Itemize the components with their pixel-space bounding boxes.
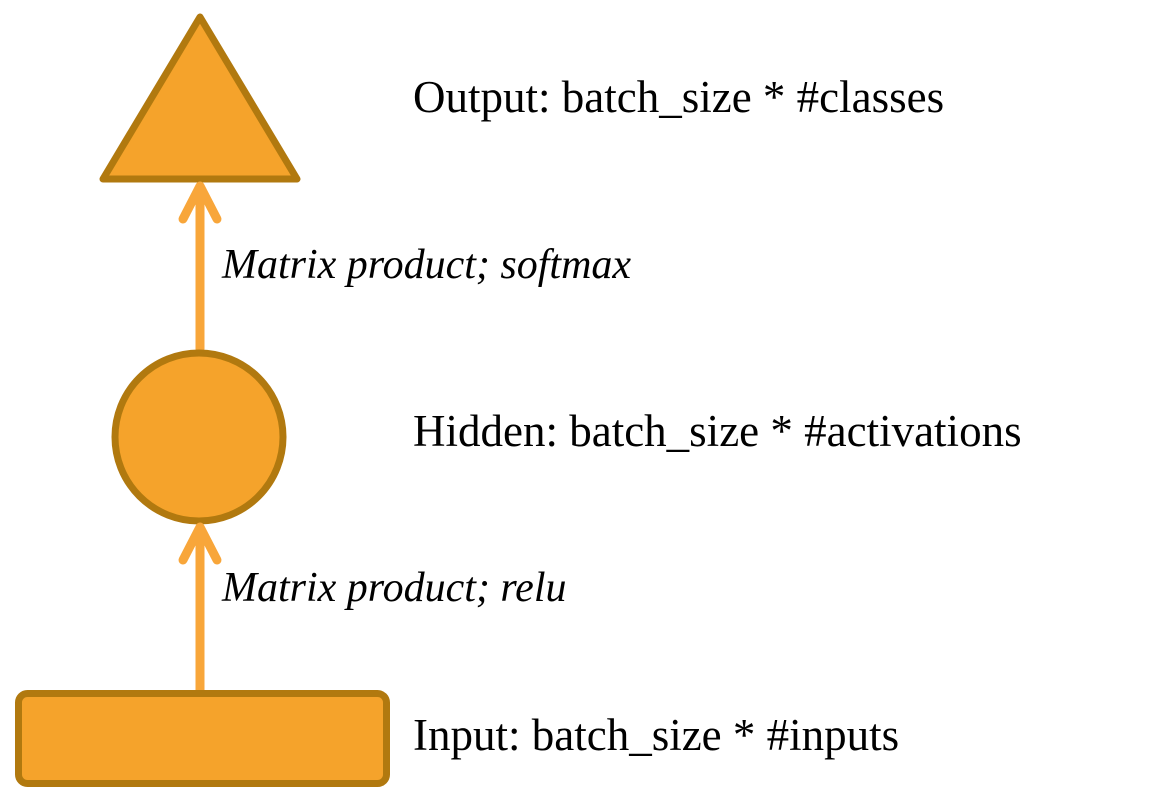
edge-label-relu: Matrix product; relu	[222, 565, 567, 611]
hidden-circle-shape	[111, 349, 287, 525]
arrow-input-to-hidden-icon	[178, 522, 222, 695]
output-triangle-shape	[99, 13, 301, 183]
arrow-head-icon	[178, 522, 222, 565]
input-rectangle-shape	[15, 690, 390, 787]
input-label: Input: batch_size * #inputs	[413, 710, 900, 760]
hidden-label: Hidden: batch_size * #activations	[413, 406, 1022, 456]
output-label: Output: batch_size * #classes	[413, 72, 945, 122]
edge-label-softmax: Matrix product; softmax	[222, 242, 632, 288]
arrow-head-icon	[178, 181, 222, 224]
arrow-hidden-to-output-icon	[178, 181, 222, 354]
